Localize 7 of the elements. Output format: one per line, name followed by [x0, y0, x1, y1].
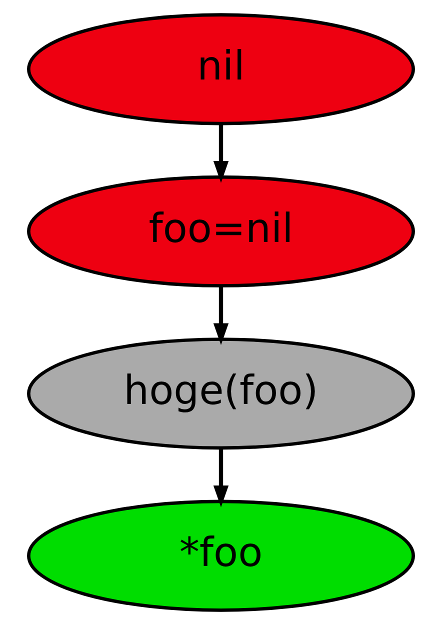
arrow: [212, 124, 228, 183]
arrow: [212, 448, 228, 508]
node-ellipse: foo=nil: [26, 175, 414, 288]
node-ellipse: nil: [26, 13, 414, 126]
arrow: [212, 286, 228, 346]
node-ellipse: hoge(foo): [26, 338, 414, 450]
node-ellipse: *foo: [26, 500, 414, 612]
